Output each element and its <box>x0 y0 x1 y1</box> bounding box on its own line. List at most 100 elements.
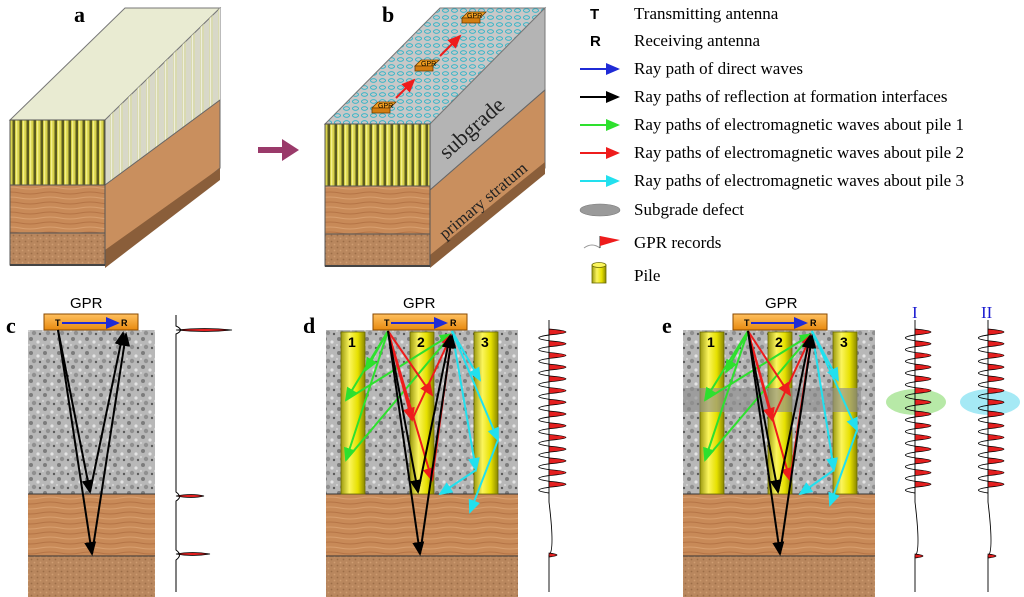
trace-peak <box>548 445 567 453</box>
panel-b-front-piles <box>324 123 431 187</box>
legend: T Transmitting antenna R Receiving anten… <box>579 4 964 285</box>
legend-symbol-R: R <box>590 33 601 50</box>
panel-c-gpr-label: GPR <box>70 295 103 312</box>
panel-e-pile-1-number: 1 <box>707 334 715 350</box>
trace-peak <box>987 375 1005 383</box>
panel-e-pile-3 <box>832 331 858 495</box>
panel-b-gpr-units: GPR GPR GPR <box>371 11 487 114</box>
trace-peak <box>987 434 1005 441</box>
trace-peak <box>548 422 567 430</box>
trace-trough <box>977 451 989 459</box>
panel-c-subgrade <box>28 330 155 494</box>
gpr-move-arrow-2 <box>439 34 462 57</box>
panel-b-front-base <box>324 233 431 267</box>
trace-trough <box>904 393 916 400</box>
trace-peak <box>548 352 567 359</box>
panel-d-pile-1-number: 1 <box>348 334 356 350</box>
trace-peak <box>548 387 567 394</box>
panel-a-front-piles <box>9 119 106 186</box>
legend-gpr-flag-icon <box>583 236 620 249</box>
trace-trough <box>977 463 989 471</box>
trace-trough <box>904 475 916 482</box>
trace-trough <box>977 369 989 377</box>
gpr-unit-3-label: GPR <box>467 13 482 20</box>
trace-trough <box>904 439 916 447</box>
transition-arrow <box>258 139 299 161</box>
trace-baseline <box>914 320 919 592</box>
trace-trough <box>904 451 916 459</box>
trace-trough <box>904 463 916 471</box>
trace-peak <box>548 457 567 465</box>
panel-e: e GPR 1 2 3 T R <box>662 295 1020 597</box>
panel-d-antenna-T: T <box>384 318 390 328</box>
trace-trough <box>904 369 916 377</box>
trace-peak <box>914 363 932 371</box>
panel-e-antenna-R: R <box>810 318 817 328</box>
trace-trough <box>538 404 550 412</box>
panel-a-letter: a <box>74 2 85 27</box>
trace-peak <box>914 422 932 430</box>
trace-trough <box>538 346 550 353</box>
trace-trough <box>538 486 550 494</box>
trace-trough <box>977 334 989 342</box>
trace-trough <box>977 428 989 435</box>
panel-e-gpr-label: GPR <box>765 295 798 312</box>
trace-peak <box>548 552 558 558</box>
trace-trough <box>904 357 916 365</box>
legend-defect-swatch <box>579 203 621 217</box>
trace-trough <box>538 428 550 435</box>
panel-c: c GPR T R <box>6 295 233 597</box>
trace-peak <box>987 328 1005 336</box>
trace-trough <box>977 404 989 412</box>
trace-trough <box>977 486 989 494</box>
trace-peak <box>548 434 567 441</box>
trace-trough <box>977 416 989 424</box>
panel-c-letter: c <box>6 313 16 338</box>
trace-peak <box>914 469 932 476</box>
panel-d-base <box>326 556 518 597</box>
trace-trough <box>538 334 550 342</box>
legend-label-pile2: Ray paths of electromagnetic waves about… <box>634 143 964 162</box>
trace-peak <box>914 328 932 336</box>
trace-trough <box>977 393 989 400</box>
legend-label-receiving: Receiving antenna <box>634 31 760 50</box>
panel-d-gpr-label: GPR <box>403 295 436 312</box>
trace-trough <box>538 393 550 400</box>
trace-peak <box>914 445 932 453</box>
panel-b: b subgrade primary stratum GPR GPR <box>323 2 547 268</box>
panel-e-letter: e <box>662 313 672 338</box>
panel-e-trace-II <box>977 320 1005 592</box>
trace-peak <box>987 480 1005 488</box>
trace-trough <box>904 346 916 353</box>
panel-b-front-stratum <box>324 185 431 235</box>
trace-peak <box>987 469 1005 476</box>
trace-trough <box>904 416 916 424</box>
trace-trough <box>977 346 989 353</box>
trace-peak <box>914 387 932 394</box>
trace-peak <box>914 375 932 383</box>
trace-trough <box>977 439 989 447</box>
panel-e-reflection-rays <box>747 330 817 556</box>
panel-e-trace-I <box>904 320 932 592</box>
trace-trough <box>538 416 550 424</box>
gpr-move-arrow-1 <box>395 78 416 99</box>
trace-peak <box>548 328 567 336</box>
panel-d-letter: d <box>303 313 315 338</box>
trace-peak <box>987 363 1005 371</box>
trace-peak <box>987 422 1005 430</box>
trace-trough <box>977 381 989 389</box>
panel-b-stratum-face-dark <box>430 162 545 268</box>
panel-a-front-stratum <box>9 184 106 234</box>
trace-peak <box>914 480 932 488</box>
legend-label-transmitting: Transmitting antenna <box>634 4 779 23</box>
trace-trough <box>904 381 916 389</box>
panel-c-trace <box>175 315 233 592</box>
panel-e-pile-2-number: 2 <box>775 334 783 350</box>
trace-trough <box>977 357 989 365</box>
legend-label-defect: Subgrade defect <box>634 200 744 219</box>
trace-peak <box>914 352 932 359</box>
panel-d-green-rays <box>344 330 454 462</box>
legend-label-gpr-records: GPR records <box>634 233 721 252</box>
panel-d: d GPR 1 2 3 T R <box>303 295 567 597</box>
